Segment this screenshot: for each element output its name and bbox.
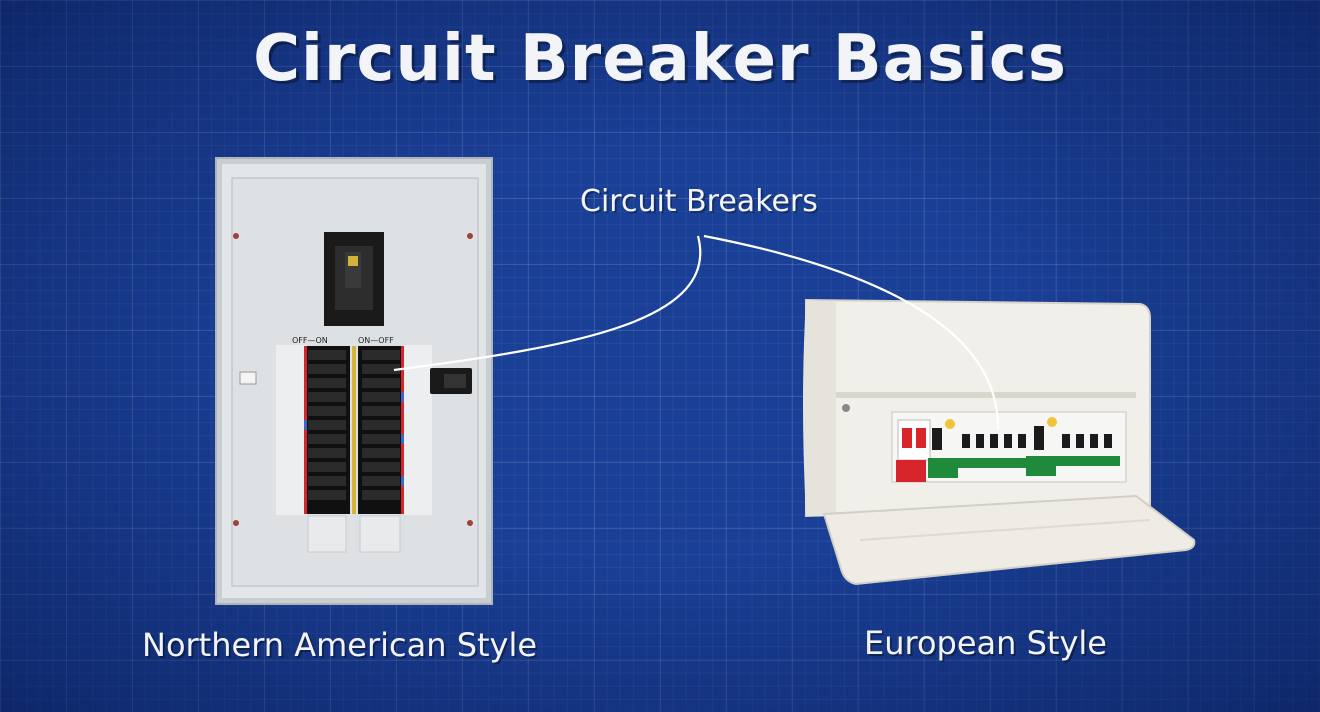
page-title: Circuit Breaker Basics	[253, 22, 1067, 96]
eu-cover-flap	[822, 494, 1196, 586]
eu-main-isolator	[897, 419, 931, 461]
panel-screw	[233, 233, 239, 239]
eu-red-label	[896, 460, 926, 482]
north-american-caption: Northern American Style	[142, 626, 538, 664]
european-consumer-unit	[803, 298, 1196, 586]
eu-mcb-row	[962, 434, 1112, 448]
eu-rcd-switch	[1034, 426, 1044, 450]
panel-screw	[467, 233, 473, 239]
callout-lines	[393, 234, 1000, 431]
panel-screw	[467, 520, 473, 526]
na-on-off-label: ON—OFF	[358, 336, 394, 345]
eu-rcd-switch	[932, 428, 942, 450]
panel-screw	[233, 520, 239, 526]
eu-green-label	[928, 458, 958, 478]
unit-screw	[842, 404, 850, 412]
na-off-on-label: OFF—ON	[292, 336, 328, 345]
eu-green-label	[1026, 456, 1056, 476]
na-breaker-rows	[308, 350, 400, 500]
european-caption: European Style	[864, 624, 1107, 662]
north-american-panel: OFF—ON ON—OFF	[215, 157, 493, 605]
circuit-breakers-callout: Circuit Breakers	[580, 184, 818, 219]
